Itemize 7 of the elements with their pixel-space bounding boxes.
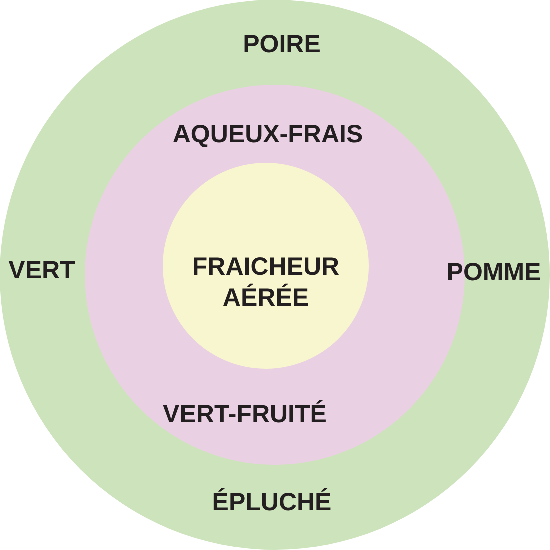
- ring-label: VERT-FRUITÉ: [163, 399, 327, 430]
- ring-label: AQUEUX-FRAIS: [172, 119, 364, 150]
- ring-label: POMME: [446, 257, 542, 288]
- ring-label: POIRE: [243, 29, 321, 60]
- ring-label: FRAICHEUR AÉRÉE: [191, 252, 341, 314]
- ring-label: ÉPLUCHÉ: [212, 487, 332, 518]
- ring-label: VERT: [8, 255, 76, 286]
